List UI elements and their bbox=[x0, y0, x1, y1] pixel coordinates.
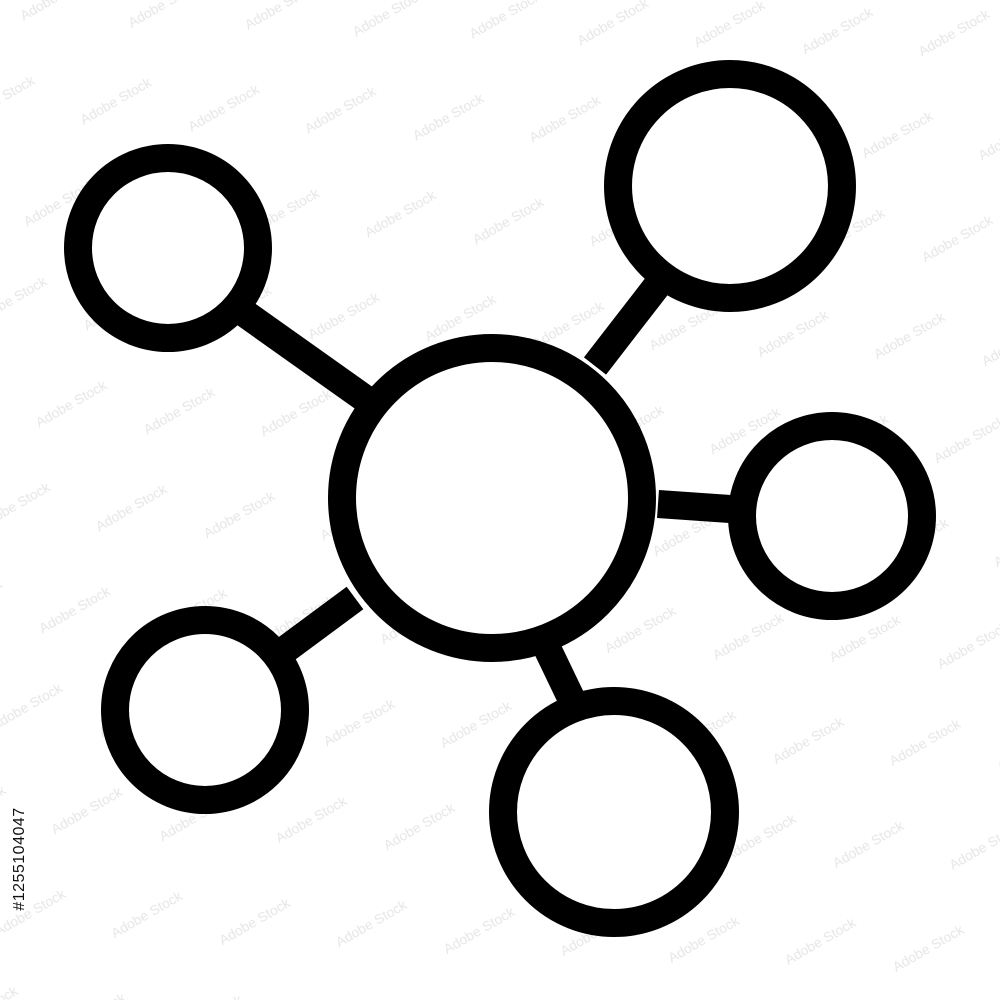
stock-id-text: #1255104047 bbox=[11, 807, 28, 911]
node-top-left bbox=[64, 144, 272, 352]
stock-id-label: #1255104047 bbox=[10, 760, 30, 960]
spoke-right bbox=[657, 490, 731, 523]
spoke-top-right bbox=[583, 273, 672, 375]
node-top-right bbox=[604, 60, 856, 312]
spoke-bottom bbox=[535, 643, 585, 707]
spoke-bottom-left bbox=[269, 586, 364, 667]
spoke-top-left bbox=[231, 298, 373, 410]
node-bottom-left bbox=[101, 606, 309, 814]
node-right bbox=[728, 412, 936, 620]
hub-node bbox=[328, 334, 656, 662]
node-bottom bbox=[489, 687, 739, 937]
